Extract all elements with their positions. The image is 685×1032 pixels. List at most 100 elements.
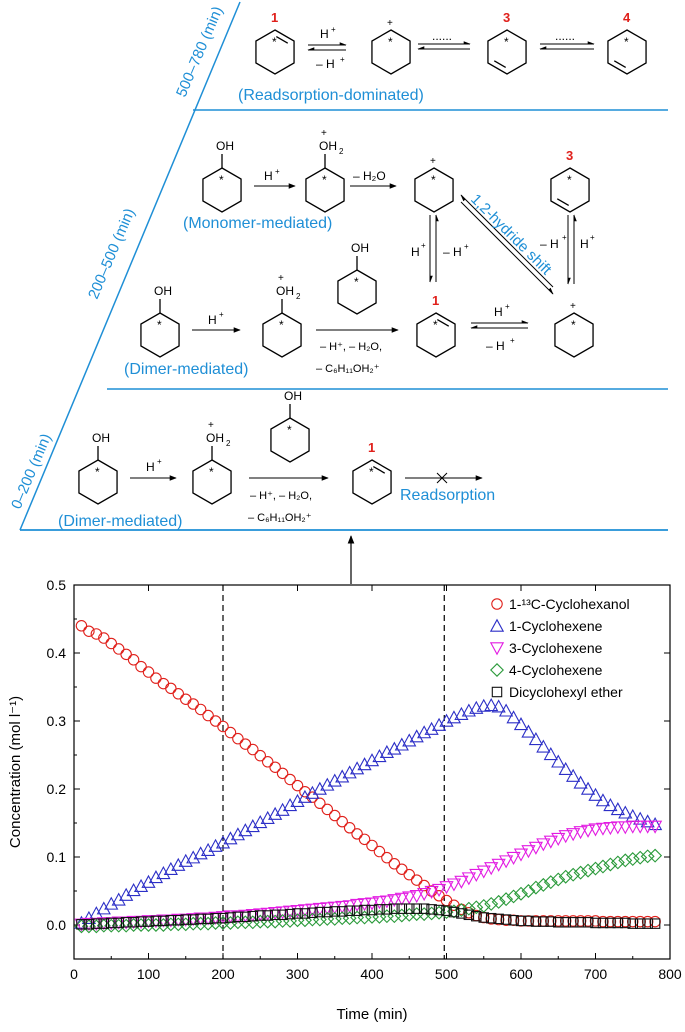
data-point [269,909,281,921]
data-point [358,833,371,846]
data-point [649,918,661,929]
data-point [551,754,566,768]
data-point [478,912,489,923]
data-point [439,881,454,895]
data-point [209,715,222,727]
data-point [595,793,611,807]
cation-plus: + [208,420,214,431]
legend-label: 1-Cyclohexene [509,618,603,634]
isomer-number: 4 [623,10,631,25]
plus-sup: + [562,233,567,242]
data-point [75,620,88,632]
data-point [357,757,372,771]
plus-sup: + [331,25,336,34]
data-point [633,820,648,834]
data-point [485,912,497,924]
data-point [498,855,514,869]
data-point [588,787,603,801]
data-point [418,879,430,892]
data-point [343,822,356,834]
data-point [454,903,469,918]
data-point [649,915,661,928]
data-point [491,699,506,713]
h-plus-label: H [580,237,589,251]
data-point [625,820,640,834]
data-point [373,845,386,858]
isomer-number: 3 [503,10,510,25]
data-point [418,903,430,914]
carbon13-star-label: * [571,318,576,332]
data-point [575,917,586,928]
data-point [402,733,417,747]
data-point [491,894,506,909]
data-point [344,905,355,916]
cation-plus: + [321,128,327,139]
data-point [595,859,610,874]
data-point [552,917,564,928]
data-point [314,797,326,810]
data-points [74,620,663,934]
data-point [625,852,640,867]
series-diamond [74,848,663,934]
data-point [165,914,177,926]
legend: 1-¹³C-Cyclohexanol1-Cyclohexene3-Cyclohe… [489,596,630,700]
data-point [402,907,417,922]
data-point [119,887,134,901]
data-point [618,821,633,835]
data-point [417,907,432,922]
data-point [253,914,268,929]
loss-label-2: – C₆H₁₁OH₂⁺ [248,512,312,524]
data-point [403,903,415,914]
plus-sup: + [340,55,345,64]
cation-plus: + [570,301,576,312]
legend-label: 4-Cyclohexene [509,662,603,678]
data-point [113,917,124,929]
period-label-200-500: 200–500 (min) [85,206,138,302]
series-square [76,903,661,930]
data-point [446,878,462,892]
data-point [603,822,618,836]
data-point [171,857,186,871]
data-point [588,823,603,837]
carbocation: *+ [371,18,411,75]
data-point [284,908,296,920]
subscript-two: 2 [296,292,301,301]
data-point [163,861,178,875]
data-point [514,886,528,901]
data-point [322,906,333,918]
data-point [91,918,102,929]
h-plus-label: H [264,169,273,183]
data-point [476,898,491,913]
data-point [366,904,378,916]
data-point [558,761,573,776]
data-point [262,910,273,921]
data-point [165,682,177,695]
data-point [536,838,551,852]
data-point [305,785,320,799]
data-point [327,773,342,787]
data-point [245,819,260,833]
data-point [396,903,408,914]
scheme-dimer-row-1: H + – H⁺, – H₂O, – C₆H₁₁OH₂⁺ H + – H + (… [124,302,529,378]
scheme-dimer-row-0: H + – H⁺, – H₂O, – C₆H₁₁OH₂⁺ Readsorptio… [58,457,495,530]
data-point [135,916,147,927]
data-point [431,883,447,897]
data-point [484,862,499,876]
data-point [224,726,237,739]
scheme-monomer-row: H + – H₂O (Monomer-mediated) H + – H + 1… [183,167,595,295]
x-tick-label: 600 [509,966,533,982]
caption-monomer-mediated: (Monomer-mediated) [183,215,332,232]
data-point [186,850,201,864]
data-point [573,865,588,880]
carbocation: *+ [414,156,454,213]
data-point [172,688,185,700]
data-point [463,909,475,921]
data-point [314,906,326,918]
data-point [187,698,199,710]
data-point [543,875,558,890]
data-point [476,865,491,879]
data-point [223,831,238,845]
